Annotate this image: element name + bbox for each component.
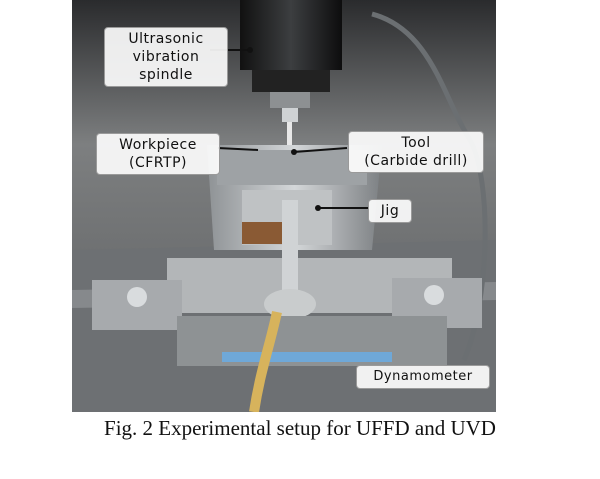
dynamometer-label: Dynamometer <box>356 365 490 389</box>
experimental-setup-photo <box>72 0 496 412</box>
jig-label: Jig <box>368 199 412 223</box>
workpiece-label: Workpiece (CFRTP) <box>96 133 220 175</box>
tool-label: Tool (Carbide drill) <box>348 131 484 173</box>
spindle-label: Ultrasonic vibration spindle <box>104 27 228 87</box>
figure-caption: Fig. 2 Experimental setup for UFFD and U… <box>104 416 496 440</box>
